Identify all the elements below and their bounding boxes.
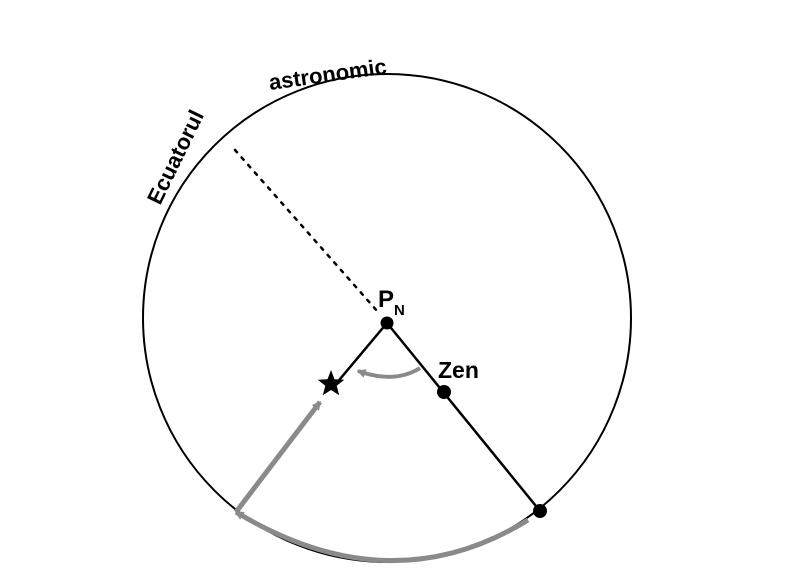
meridian-line xyxy=(386,322,541,512)
label-pole: PN xyxy=(378,286,405,319)
zenith-point xyxy=(437,385,451,399)
equator-dotted-line xyxy=(233,148,380,314)
label-pole-letter: P xyxy=(378,286,394,313)
diagonal-arrow xyxy=(234,400,322,514)
label-pole-subscript: N xyxy=(394,302,405,319)
hour-angle-arrow xyxy=(356,366,422,379)
meridian-horizon-point xyxy=(533,504,547,518)
label-astronomic: astronomic xyxy=(267,54,388,95)
bottom-arc-arrow xyxy=(234,509,530,564)
label-zenith: Zen xyxy=(438,357,479,383)
north-pole-point xyxy=(380,316,394,330)
star-icon xyxy=(317,370,345,396)
pole-to-star-line xyxy=(334,322,388,386)
label-ecuatorul: Ecuatorul xyxy=(142,106,209,208)
